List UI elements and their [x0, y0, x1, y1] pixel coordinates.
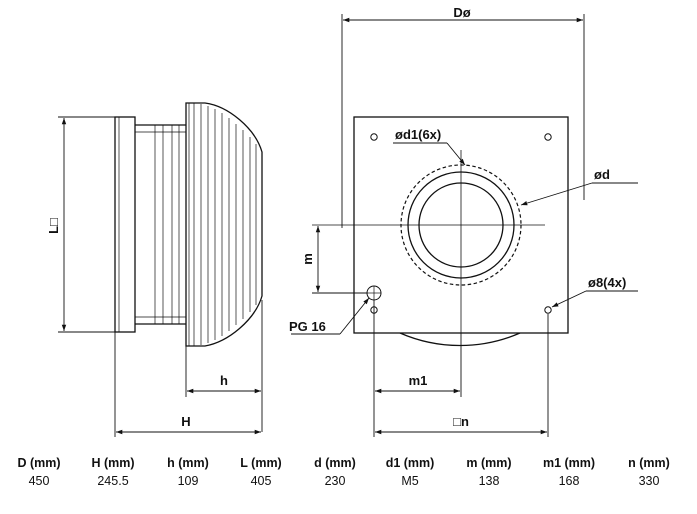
spec-value: 138 — [478, 474, 500, 488]
dimension-m-label: m — [300, 253, 315, 265]
dimension-D — [341, 14, 585, 228]
mounting-hole-top-left — [370, 133, 378, 141]
spec-value: 450 — [28, 474, 50, 488]
spec-value: 168 — [558, 474, 580, 488]
callout-hole-label: ø8(4x) — [588, 275, 626, 290]
side-flange-plate — [114, 116, 136, 333]
spec-value: 405 — [250, 474, 272, 488]
dimension-m1 — [373, 300, 462, 437]
spec-column-H: H (mm) 245.5 — [73, 455, 153, 489]
callout-pg16-label: PG 16 — [289, 319, 326, 334]
side-view — [114, 102, 263, 347]
side-neck — [135, 124, 186, 325]
spec-header: d1 (mm) — [385, 456, 435, 470]
dimension-m1-label: m1 — [409, 373, 428, 388]
spec-value: 245.5 — [97, 474, 129, 488]
callout-pg16 — [291, 297, 370, 335]
spec-value: M5 — [401, 474, 419, 488]
callout-hole — [551, 290, 638, 308]
spec-column-d1: d1 (mm) M5 — [370, 455, 450, 489]
dimension-h-label: h — [220, 373, 228, 388]
dimension-h — [185, 300, 263, 432]
dimension-n — [375, 314, 549, 437]
callout-d1-label: ød1(6x) — [395, 127, 441, 142]
callout-d1 — [393, 142, 466, 166]
dimension-D-label: Dø — [453, 5, 470, 20]
spec-column-L: L (mm) 405 — [221, 455, 301, 489]
spec-header: H (mm) — [91, 456, 135, 470]
mounting-hole-top-right — [544, 133, 552, 141]
front-view — [312, 116, 569, 347]
technical-drawing: L□ h H Dø — [46, 5, 638, 437]
spec-header: L (mm) — [240, 456, 282, 470]
spec-column-d: d (mm) 230 — [295, 455, 375, 489]
spec-column-m: m (mm) 138 — [449, 455, 529, 489]
spec-value: 330 — [638, 474, 660, 488]
spec-header: m1 (mm) — [542, 456, 596, 470]
spec-value: 230 — [324, 474, 346, 488]
cable-gland-pg16 — [366, 285, 382, 301]
spec-header: h (mm) — [167, 456, 209, 470]
dimension-H-label: H — [181, 414, 190, 429]
dimension-n-label: □n — [453, 414, 469, 429]
spec-column-m1: m1 (mm) 168 — [529, 455, 609, 489]
mounting-hole-bottom-right — [544, 306, 552, 314]
dimension-m — [312, 226, 367, 294]
spec-header: D (mm) — [17, 456, 61, 470]
callout-d-label: ød — [594, 167, 610, 182]
spec-column-n: n (mm) 330 — [609, 455, 689, 489]
side-motor-housing — [185, 102, 263, 347]
dimension-H — [114, 332, 261, 437]
spec-value: 109 — [177, 474, 199, 488]
dimension-L — [58, 116, 115, 333]
spec-header: n (mm) — [628, 456, 670, 470]
spec-column-h: h (mm) 109 — [148, 455, 228, 489]
dimension-L-label: L□ — [46, 218, 61, 234]
spec-column-D: D (mm) 450 — [0, 455, 79, 489]
spec-header: d (mm) — [314, 456, 356, 470]
spec-header: m (mm) — [466, 456, 512, 470]
dimension-table: D (mm) 450 H (mm) 245.5 h (mm) 109 L (mm… — [0, 455, 697, 495]
housing-outline-bottom — [399, 332, 521, 347]
callout-d — [520, 182, 638, 206]
